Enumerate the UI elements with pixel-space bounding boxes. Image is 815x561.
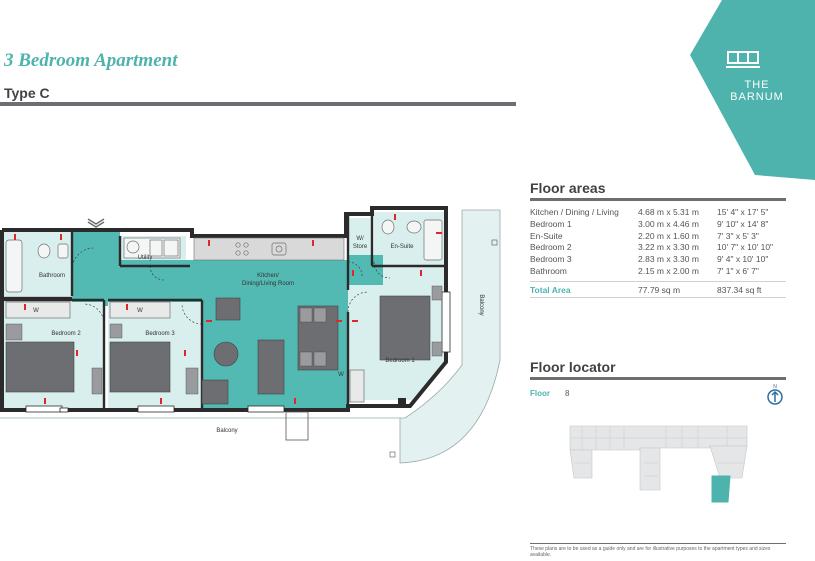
brand-line1: THE bbox=[744, 79, 770, 91]
floor-areas-heading: Floor areas bbox=[530, 180, 606, 196]
label-kitchen-2: Dining/Living Room bbox=[242, 281, 294, 287]
label-balcony-right: Balcony bbox=[478, 294, 484, 315]
area-row: Bedroom 3 2.83 m x 3.30 m 9' 4" x 10' 10… bbox=[530, 254, 786, 266]
area-metric: 3.00 m x 4.46 m bbox=[638, 218, 699, 229]
floor-areas-rule bbox=[530, 198, 786, 201]
floor-label: Floor bbox=[530, 389, 550, 398]
area-imperial: 9' 4" x 10' 10" bbox=[717, 254, 769, 265]
area-room: En-Suite bbox=[530, 230, 563, 241]
apartment-type: Type C bbox=[4, 85, 50, 101]
area-imperial: 7' 3" x 5' 3" bbox=[717, 230, 759, 241]
disclaimer: These plans are to be used as a guide on… bbox=[530, 546, 771, 558]
area-row: Bathroom 2.15 m x 2.00 m 7' 1" x 6' 7" bbox=[530, 266, 786, 278]
area-imperial: 7' 1" x 6' 7" bbox=[717, 265, 759, 276]
label-balcony-bottom: Balcony bbox=[216, 428, 237, 434]
label-bathroom: Bathroom bbox=[39, 273, 65, 279]
area-total-label: Total Area bbox=[530, 284, 571, 295]
area-row: Bedroom 1 3.00 m x 4.46 m 9' 10" x 14' 8… bbox=[530, 219, 786, 231]
area-imperial: 10' 7" x 10' 10" bbox=[717, 242, 774, 253]
floor-locator-heading: Floor locator bbox=[530, 359, 616, 375]
area-room: Bathroom bbox=[530, 265, 567, 276]
area-room: Kitchen / Dining / Living bbox=[530, 207, 619, 217]
area-total-imperial: 837.34 sq ft bbox=[717, 284, 762, 295]
area-room: Bedroom 2 bbox=[530, 242, 572, 253]
brand-badge bbox=[690, 0, 815, 180]
floor-locator-map bbox=[569, 425, 748, 503]
label-store-1: W/ bbox=[356, 236, 364, 242]
hall-floor bbox=[72, 232, 120, 302]
area-row: Bedroom 2 3.22 m x 3.30 m 10' 7" x 10' 1… bbox=[530, 242, 786, 254]
area-metric: 2.15 m x 2.00 m bbox=[638, 265, 699, 276]
area-metric: 4.68 m x 5.31 m bbox=[638, 207, 699, 217]
area-total-row: Total Area 77.79 sq m 837.34 sq ft bbox=[530, 280, 786, 298]
area-row: Kitchen / Dining / Living 4.68 m x 5.31 … bbox=[530, 207, 786, 219]
label-bedroom1: Bedroom 1 bbox=[385, 358, 415, 364]
area-metric: 3.22 m x 3.30 m bbox=[638, 242, 699, 253]
brand-line2: BARNUM bbox=[730, 91, 784, 103]
compass-letter: N bbox=[773, 384, 777, 390]
area-total-metric: 77.79 sq m bbox=[638, 284, 681, 295]
label-kitchen-1: Kitchen/ bbox=[257, 273, 279, 279]
area-row: En-Suite 2.20 m x 1.60 m 7' 3" x 5' 3" bbox=[530, 231, 786, 243]
label-utility: Utility bbox=[138, 255, 153, 261]
area-room: Bedroom 3 bbox=[530, 254, 572, 265]
label-bedroom3: Bedroom 3 bbox=[145, 331, 175, 337]
area-imperial: 9' 10" x 14' 8" bbox=[717, 218, 769, 229]
area-metric: 2.83 m x 3.30 m bbox=[638, 254, 699, 265]
label-wardrobe: W bbox=[137, 308, 143, 314]
page-title: 3 Bedroom Apartment bbox=[4, 50, 178, 71]
title-rule bbox=[0, 102, 516, 106]
logo-icon bbox=[726, 51, 760, 68]
floor-locator-rule bbox=[530, 377, 786, 380]
floor-value: 8 bbox=[565, 389, 570, 398]
highlighted-apartment bbox=[711, 475, 731, 503]
north-arrow-icon: N bbox=[767, 384, 783, 405]
area-imperial: 15' 4" x 17' 5" bbox=[717, 207, 769, 217]
label-ensuite: En-Suite bbox=[390, 244, 414, 250]
label-store-2: Store bbox=[353, 244, 368, 250]
balcony-surface bbox=[0, 209, 501, 464]
area-metric: 2.20 m x 1.60 m bbox=[638, 230, 699, 241]
floor-areas-table: Kitchen / Dining / Living 4.68 m x 5.31 … bbox=[530, 207, 786, 298]
disclaimer-rule bbox=[530, 543, 786, 544]
floor-plan: Bathroom Utility Kitchen/ Dining/Living … bbox=[0, 206, 501, 464]
area-room: Bedroom 1 bbox=[530, 218, 572, 229]
brand-name: THE BARNUM bbox=[712, 79, 802, 103]
label-wardrobe: W bbox=[338, 372, 344, 378]
label-bedroom2: Bedroom 2 bbox=[51, 331, 81, 337]
label-wardrobe: W bbox=[33, 308, 39, 314]
